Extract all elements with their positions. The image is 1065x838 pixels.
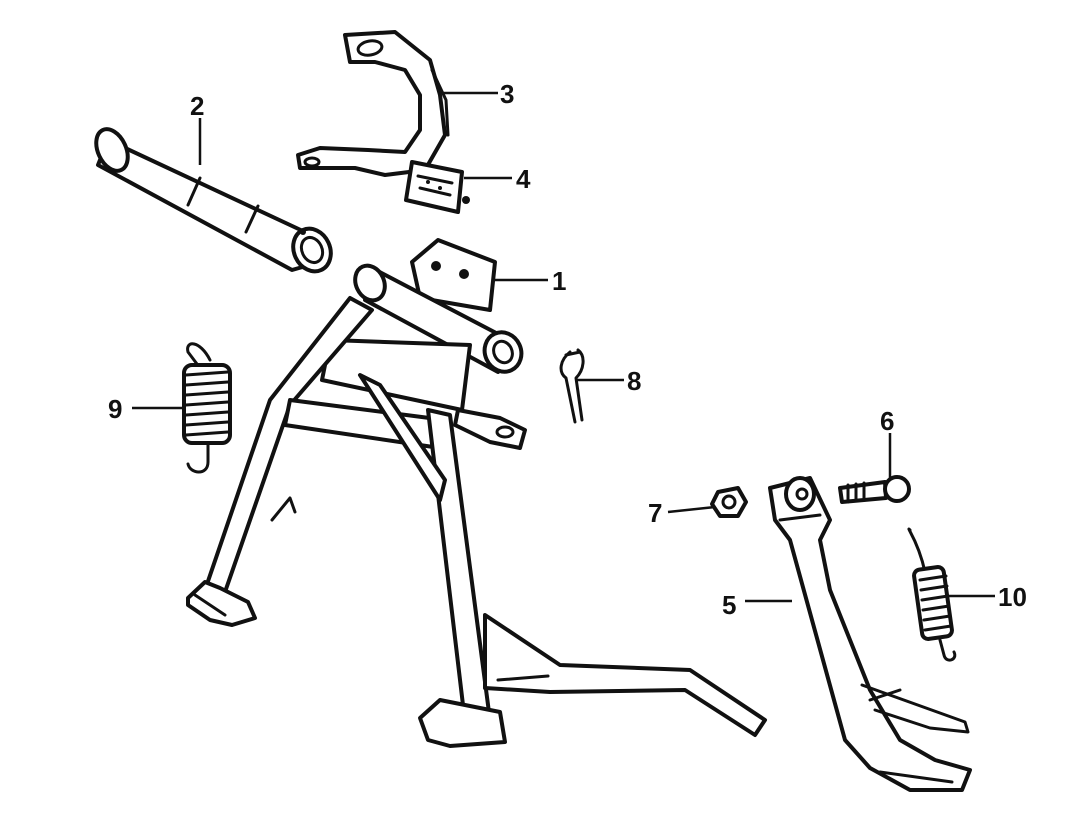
callout-10: 10 <box>998 582 1027 612</box>
callout-2: 2 <box>190 91 204 121</box>
callout-8: 8 <box>627 366 641 396</box>
callout-9: 9 <box>108 394 122 424</box>
part-6-pivot-bolt <box>838 475 911 504</box>
part-1-center-stand <box>186 238 767 748</box>
leader-lines <box>132 91 995 603</box>
part-5-side-stand <box>768 476 972 792</box>
callout-labels: 1 2 3 4 5 6 7 8 9 10 <box>108 79 1027 620</box>
part-2-pivot-shaft <box>94 127 333 274</box>
part-9-center-stand-spring <box>182 342 232 474</box>
leader-7 <box>667 505 716 514</box>
part-7-nut <box>710 486 748 518</box>
callout-3: 3 <box>500 79 514 109</box>
callout-5: 5 <box>722 590 736 620</box>
callout-7: 7 <box>648 498 662 528</box>
part-8-cotter-pin <box>559 348 585 424</box>
part-10-side-stand-spring <box>907 527 957 662</box>
part-4-stopper-rubber <box>404 160 470 214</box>
callout-1: 1 <box>552 266 566 296</box>
callout-4: 4 <box>516 164 531 194</box>
part-3-stopper-bracket <box>296 30 450 177</box>
callout-6: 6 <box>880 406 894 436</box>
